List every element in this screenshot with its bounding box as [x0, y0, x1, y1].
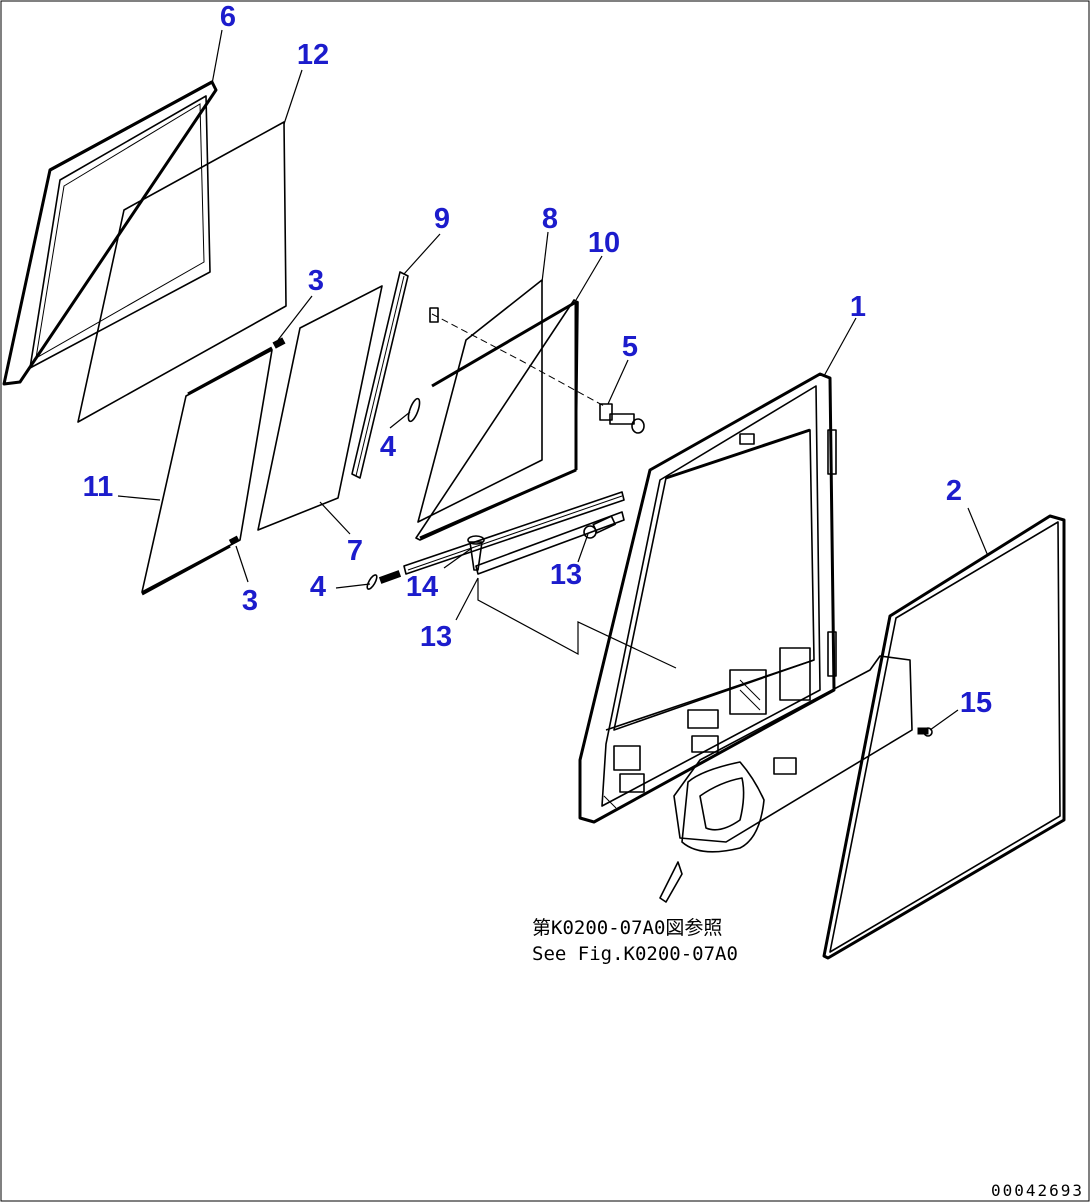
small-pad [429, 307, 439, 323]
leader-lines [117, 29, 989, 731]
part-2-panel [822, 514, 1066, 960]
callout-8: 8 [542, 203, 558, 235]
callout-1: 1 [850, 291, 866, 323]
part-6-window-frame [2, 80, 218, 386]
callout-4-upper: 4 [380, 431, 396, 463]
part-4-lower-pin [366, 570, 402, 590]
callout-13-lower: 13 [420, 621, 452, 653]
extension-line [477, 578, 677, 669]
reference-note-jp: 第K0200-07A0図参照 [532, 917, 722, 939]
callout-11: 11 [83, 471, 114, 503]
callout-13-right: 13 [550, 559, 582, 591]
part-13-right-bolt [583, 515, 616, 539]
part-4-upper-pin [407, 397, 421, 423]
callout-3-top: 3 [308, 265, 324, 297]
part-9-rail [351, 271, 409, 479]
part-10-frame [415, 299, 579, 541]
callout-14: 14 [406, 571, 438, 603]
trim-panel [659, 655, 913, 903]
part-8-glass [417, 279, 543, 523]
callout-15: 15 [960, 687, 992, 719]
callout-6: 6 [220, 1, 236, 33]
serial-number: 00042693 [991, 1181, 1084, 1200]
part-5-bolt [599, 403, 645, 434]
callout-10: 10 [588, 227, 620, 259]
callout-12: 12 [297, 39, 329, 71]
part-12-glass [77, 121, 287, 423]
part-15-clip [917, 727, 933, 737]
callout-2: 2 [946, 475, 962, 507]
reference-note: 第K0200-07A0図参照 See Fig.K0200-07A0 [532, 917, 738, 965]
callout-3-bottom: 3 [242, 585, 258, 617]
part-14-screw [467, 535, 485, 571]
assembly-line [431, 313, 605, 407]
part-7-glass [257, 285, 383, 531]
callout-7: 7 [347, 535, 363, 567]
part-3-bottom-fastener [228, 535, 240, 546]
callout-labels: 6 12 3 9 8 10 1 5 4 11 7 2 13 4 14 3 13 … [83, 1, 992, 719]
callout-4-lower: 4 [310, 571, 326, 603]
part-1-door [578, 372, 837, 824]
reference-note-en: See Fig.K0200-07A0 [532, 943, 738, 965]
part-11-seal-frame [141, 346, 273, 596]
callout-9: 9 [434, 203, 450, 235]
lower-rails [403, 491, 625, 575]
callout-5: 5 [622, 331, 638, 363]
part-3-top-fastener [272, 337, 286, 349]
